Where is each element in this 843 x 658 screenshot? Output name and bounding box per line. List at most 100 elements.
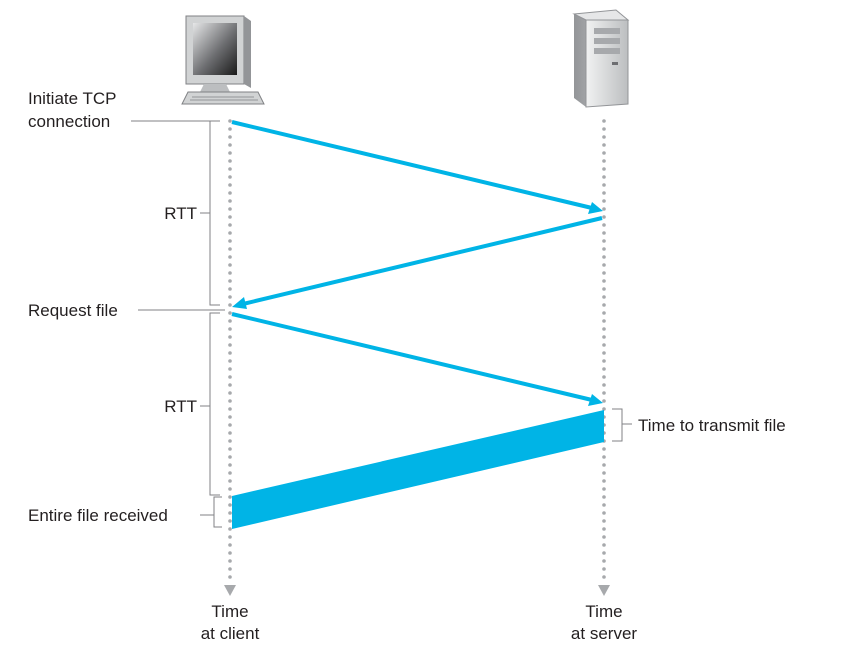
- timeline-dot: [228, 463, 232, 467]
- timeline-dot: [602, 343, 606, 347]
- timeline-dot: [602, 159, 606, 163]
- timeline-dot: [602, 375, 606, 379]
- timeline-dot: [602, 447, 606, 451]
- timeline-dot: [602, 119, 606, 123]
- timeline-dot: [228, 471, 232, 475]
- timeline-dot: [228, 127, 232, 131]
- timeline-dot: [228, 551, 232, 555]
- timeline-dot: [602, 351, 606, 355]
- timeline-dot: [228, 207, 232, 211]
- timeline-dot: [228, 175, 232, 179]
- timeline-dot: [228, 223, 232, 227]
- timeline-dot: [602, 471, 606, 475]
- request-file-label: Request file: [28, 301, 118, 320]
- timeline-dot: [602, 271, 606, 275]
- timeline-dot: [228, 479, 232, 483]
- timeline-dot: [602, 455, 606, 459]
- server-axis-label-line1: Time: [585, 602, 622, 621]
- timeline-dot: [602, 191, 606, 195]
- server-timeline: [602, 119, 606, 579]
- timeline-dot: [228, 423, 232, 427]
- client-axis-label-line1: Time: [211, 602, 248, 621]
- timeline-dot: [228, 255, 232, 259]
- server-axis-label-line2: at server: [571, 624, 637, 643]
- tower-server-icon: [572, 9, 630, 108]
- timeline-dot: [228, 519, 232, 523]
- synack-arrowhead: [232, 297, 247, 309]
- timeline-dot: [602, 175, 606, 179]
- timeline-dot: [602, 223, 606, 227]
- rtt-bracket-1: [200, 120, 220, 306]
- timeline-dot: [602, 303, 606, 307]
- timeline-dot: [228, 543, 232, 547]
- timeline-dot: [228, 327, 232, 331]
- timeline-dot: [602, 335, 606, 339]
- timeline-dot: [228, 511, 232, 515]
- timeline-dot: [602, 359, 606, 363]
- timeline-dot: [602, 407, 606, 411]
- timeline-dot: [602, 279, 606, 283]
- request-arrowhead: [588, 394, 603, 406]
- timeline-dot: [602, 199, 606, 203]
- timeline-dot: [602, 319, 606, 323]
- timeline-dot: [228, 487, 232, 491]
- synack-message-arrow: [242, 216, 603, 306]
- rtt-bracket-2: [200, 312, 220, 496]
- timeline-dot: [228, 383, 232, 387]
- timeline-dot: [228, 151, 232, 155]
- timeline-dot: [602, 239, 606, 243]
- timeline-dot: [228, 575, 232, 579]
- initiate-tcp-label: Initiate TCP: [28, 89, 117, 108]
- timeline-dot: [228, 295, 232, 299]
- timeline-dot: [602, 399, 606, 403]
- timeline-dot: [602, 255, 606, 259]
- timeline-dot: [228, 135, 232, 139]
- client-timeline: [228, 119, 232, 579]
- timeline-dot: [228, 159, 232, 163]
- rtt-label-2: RTT: [164, 397, 197, 416]
- timeline-dot: [228, 391, 232, 395]
- timeline-dot: [602, 511, 606, 515]
- timeline-dot: [228, 287, 232, 291]
- timeline-dot: [602, 183, 606, 187]
- timeline-dot: [228, 215, 232, 219]
- timeline-dot: [602, 487, 606, 491]
- timeline-dot: [602, 135, 606, 139]
- timeline-dot: [602, 463, 606, 467]
- timeline-dot: [228, 359, 232, 363]
- timeline-dot: [602, 247, 606, 251]
- timeline-dot: [602, 519, 606, 523]
- timeline-dot: [602, 383, 606, 387]
- timeline-dot: [602, 543, 606, 547]
- timeline-dot: [602, 143, 606, 147]
- timeline-dot: [228, 559, 232, 563]
- timeline-dot: [602, 503, 606, 507]
- entire-file-received-label: Entire file received: [28, 506, 168, 525]
- timeline-dot: [228, 399, 232, 403]
- transmit-time-bracket: [612, 408, 632, 442]
- timeline-dot: [228, 455, 232, 459]
- timeline-dot: [602, 295, 606, 299]
- timeline-dot: [228, 503, 232, 507]
- timeline-dot: [228, 415, 232, 419]
- timeline-dot: [228, 279, 232, 283]
- timeline-dot: [228, 439, 232, 443]
- timeline-dot: [228, 263, 232, 267]
- timeline-dot: [602, 327, 606, 331]
- timeline-dot: [228, 447, 232, 451]
- timeline-dot: [228, 351, 232, 355]
- timeline-dot: [228, 231, 232, 235]
- timeline-dot: [602, 367, 606, 371]
- timeline-dot: [228, 495, 232, 499]
- timeline-dot: [228, 143, 232, 147]
- timeline-dot: [602, 575, 606, 579]
- timeline-dot: [228, 431, 232, 435]
- timeline-dot: [228, 367, 232, 371]
- timeline-dot: [228, 183, 232, 187]
- timeline-dot: [602, 207, 606, 211]
- timeline-dot: [602, 567, 606, 571]
- time-to-transmit-label: Time to transmit file: [638, 416, 786, 435]
- server-time-arrowhead: [598, 585, 610, 596]
- timeline-dot: [602, 391, 606, 395]
